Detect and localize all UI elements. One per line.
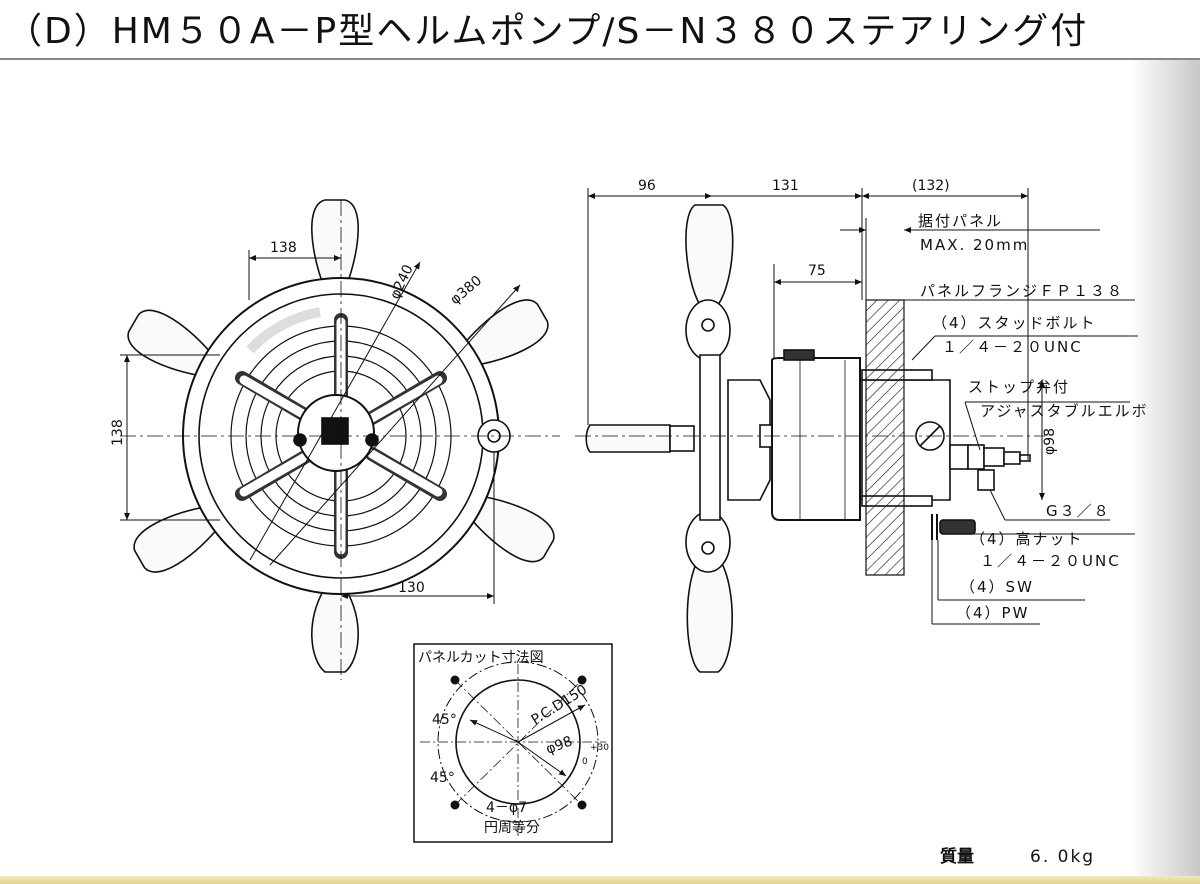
label-stud-spec: １／４－２０UNC [942,338,1083,356]
front-view-wheel [120,199,560,680]
page-bottom-edge [0,876,1200,884]
label-nut-spec: １／４－２０UNC [980,552,1121,570]
panel-cut-angle-bottom: 45° [430,770,455,786]
dim-130: 130 [398,580,425,596]
dim-96: 96 [638,178,656,194]
side-dimensions [587,188,1138,625]
label-max-thickness: MAX. 20mm [920,236,1029,254]
panel-cut-title: パネルカット寸法図 [418,650,544,666]
mass-label: 質量 [940,846,974,867]
panel-cut-holes: 4－φ7 [486,800,527,816]
front-dimensions [120,250,521,604]
page-edge-shadow [1130,60,1200,884]
panel-cut-holes-note: 円周等分 [484,819,540,836]
wheel-handle-bottom [311,587,359,673]
dim-75: 75 [808,263,826,279]
label-high-nut: （4）高ナット [970,530,1084,548]
label-plain-washer: （4）PW [956,604,1029,622]
label-adjustable-elbow: アジャスタブルエルボ [980,402,1149,420]
panel-cut-pcd: P.C.D150 [529,682,590,729]
label-mounting-panel: 据付パネル [918,212,1003,230]
label-stud-bolt: （4）スタッドボルト [932,314,1097,332]
label-spring-washer: （4）SW [960,578,1034,596]
dim-138-left: 138 [110,419,126,446]
title-divider [0,58,1200,60]
panel-cut-tol-lower: 0 [582,757,588,767]
label-g38: G３／８ [1046,502,1111,520]
dim-phi98: φ98 [1042,428,1058,455]
label-stop-valve: ストップ弁付 [968,378,1070,396]
dim-138-top: 138 [270,240,297,256]
panel-cut-detail [413,643,613,843]
dim-131: 131 [772,178,799,194]
page-title: （D）HM５０A－P型ヘルムポンプ/S－N３８０ステアリング付 [6,11,1089,52]
wheel-handle-top [311,199,359,291]
dim-phi380: φ380 [447,273,485,308]
mass-value: 6. 0kg [1030,847,1095,867]
label-panel-flange: パネルフランジＦＰ１３８ [920,282,1124,300]
panel-cut-tol-upper: +30 [590,743,609,753]
dim-132: (132) [912,178,950,194]
panel-cut-angle-top: 45° [432,712,457,728]
panel-cut-phi98: φ98 [544,733,575,757]
mounting-panel [865,299,905,576]
